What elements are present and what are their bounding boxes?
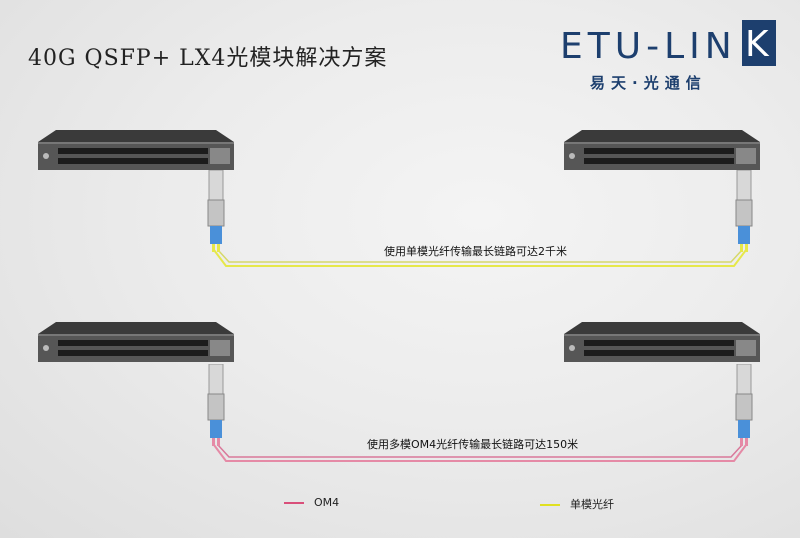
qsfp-transceiver-icon bbox=[206, 363, 226, 448]
page-title: 40G QSFP+ LX4光模块解决方案 bbox=[28, 46, 388, 71]
om4-link-label: 使用多模OM4光纤传输最长链路可达150米 bbox=[367, 438, 579, 451]
network-switch-icon bbox=[36, 320, 236, 364]
logo-k-box: K bbox=[742, 20, 776, 66]
legend-single-mode: 单模光纤 bbox=[540, 496, 614, 512]
legend-single-mode-label: 单模光纤 bbox=[570, 498, 614, 511]
legend-single-mode-swatch bbox=[540, 504, 560, 506]
network-switch-icon bbox=[36, 128, 236, 172]
qsfp-transceiver-icon bbox=[206, 169, 226, 254]
brand-logo: ETU-LIN K 易天·光通信 bbox=[560, 16, 780, 96]
om4-fiber bbox=[213, 444, 747, 462]
network-switch-icon bbox=[562, 320, 762, 364]
logo-k-letter: K bbox=[745, 24, 769, 65]
legend-om4: OM4 bbox=[284, 496, 339, 509]
network-switch-icon bbox=[562, 128, 762, 172]
qsfp-transceiver-icon bbox=[734, 363, 754, 448]
qsfp-transceiver-icon bbox=[734, 169, 754, 254]
single-mode-link-label: 使用单模光纤传输最长链路可达2千米 bbox=[384, 245, 567, 258]
single-mode-fiber bbox=[213, 249, 747, 267]
logo-tagline: 易天·光通信 bbox=[590, 74, 707, 92]
logo-wordmark: ETU-LIN bbox=[560, 26, 737, 67]
legend-om4-swatch bbox=[284, 502, 304, 504]
legend-om4-label: OM4 bbox=[314, 496, 340, 509]
